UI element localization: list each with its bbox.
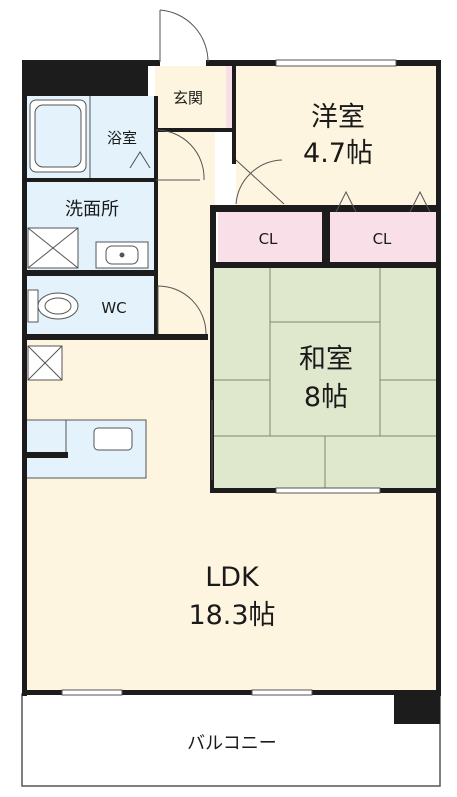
japanese-room-label: 和室 — [299, 344, 353, 375]
window-western-top — [275, 59, 397, 67]
closet-right-label: CL — [373, 230, 392, 248]
western-floor — [236, 66, 436, 208]
entrance-pink-strip — [226, 66, 234, 130]
japanese-room-size: 8帖 — [304, 382, 348, 413]
room-labels: 玄関 洋室 4.7帖 浴室 洗面所 WC CL CL 和室 8帖 LDK 18.… — [65, 89, 392, 754]
floor-fills — [26, 66, 436, 692]
balcony-pillar — [394, 694, 440, 724]
western-room-size: 4.7帖 — [303, 138, 373, 169]
balcony-label: バルコニー — [187, 733, 277, 754]
doors — [129, 9, 431, 480]
entrance-floor — [160, 66, 228, 130]
toilet-tank — [27, 289, 39, 323]
balcony — [21, 693, 441, 787]
ldk-size: 18.3帖 — [188, 600, 275, 631]
wc-label: WC — [101, 299, 126, 317]
windows — [61, 59, 397, 696]
ldk-label: LDK — [205, 562, 260, 593]
fixtures — [25, 96, 149, 479]
wall-corner-block — [22, 60, 148, 96]
entrance-label: 玄関 — [173, 89, 203, 107]
kitchen-wall-block — [26, 452, 68, 458]
window-tatami-bottom — [275, 487, 381, 494]
balcony-area — [21, 693, 441, 787]
window-ldk-bottom-mid — [251, 689, 313, 696]
western-room-label: 洋室 — [311, 102, 365, 133]
bathtub-inner — [34, 104, 82, 168]
closet-left-label: CL — [259, 230, 278, 248]
washroom-label: 洗面所 — [65, 199, 119, 220]
closet-door-right — [409, 190, 431, 213]
western-door — [235, 159, 285, 205]
closet-left-floor — [218, 212, 322, 264]
tatami-mats — [214, 268, 436, 490]
bath-label: 浴室 — [107, 129, 137, 147]
window-ldk-bottom-left — [61, 689, 123, 696]
closet-door-left — [335, 190, 357, 213]
kitchen-sink-icon — [93, 427, 133, 451]
closet-right-floor — [330, 212, 436, 264]
